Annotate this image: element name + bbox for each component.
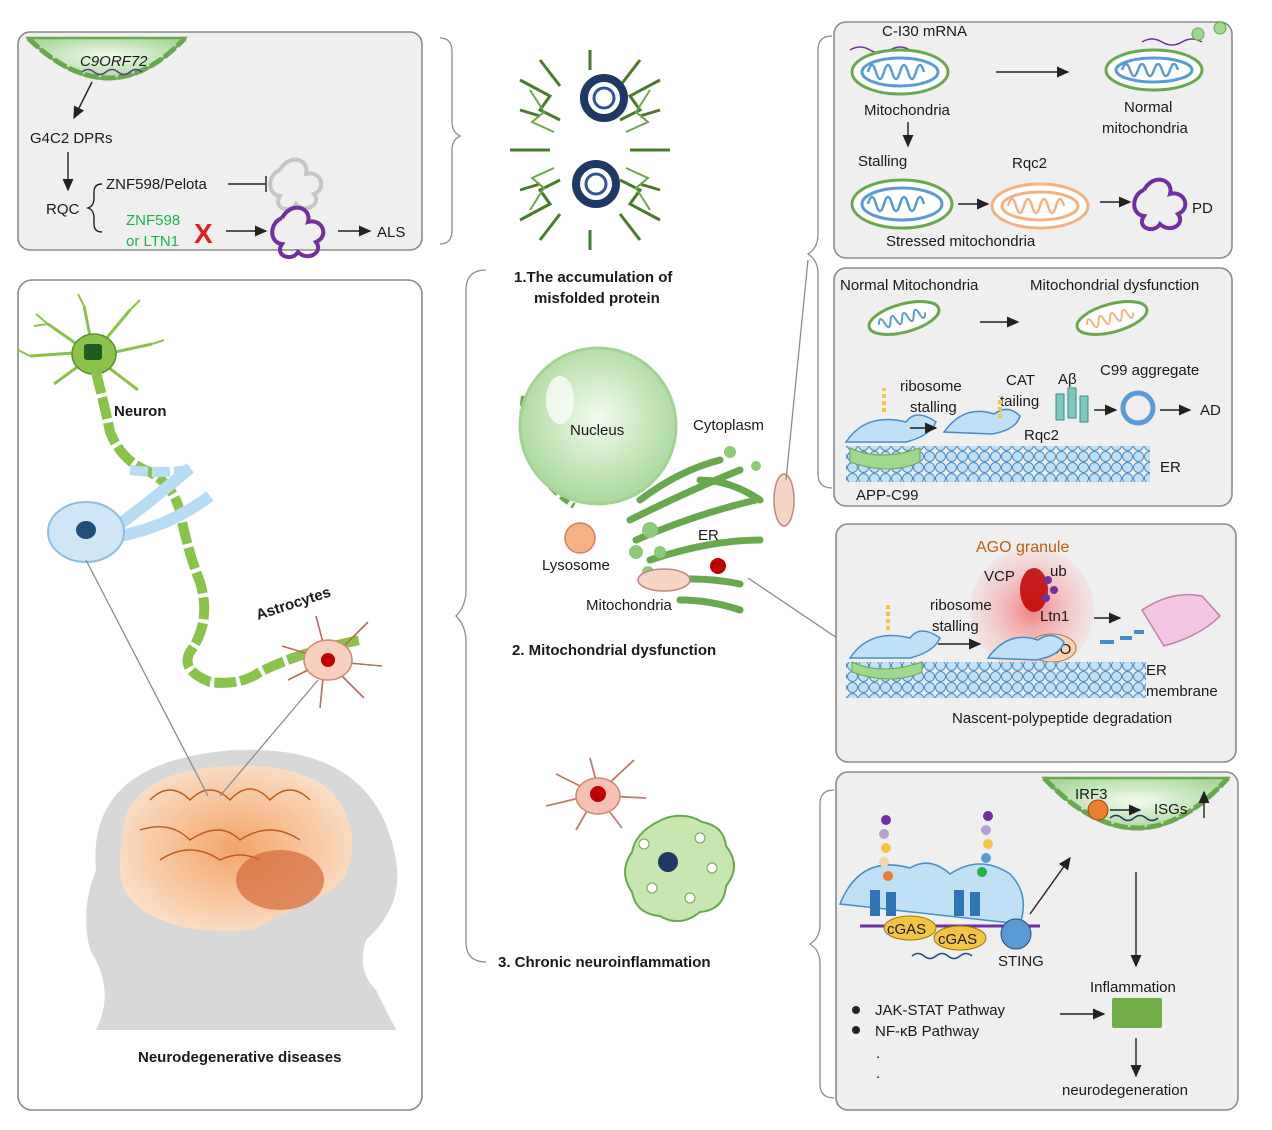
- ltn1-ago-label: Ltn1: [1040, 608, 1069, 625]
- brace-right-bottom: [808, 789, 835, 1099]
- cgas-label-1: cGAS: [887, 921, 926, 938]
- panel-pd: C-I30 mRNA Mitochondria Normal mitochond…: [833, 21, 1233, 259]
- connector-cell-brain-2: [219, 679, 319, 797]
- g4c2-dprs-label: G4C2 DPRs: [30, 130, 113, 147]
- normal-label-2: mitochondria: [1102, 120, 1189, 137]
- pd-label: PD: [1192, 200, 1213, 217]
- c9orf72-label: C9ORF72: [80, 53, 148, 70]
- pd-rqc2-label: Rqc2: [1012, 155, 1047, 172]
- label-misfolded-2: misfolded protein: [534, 290, 660, 307]
- inflammation-label: Inflammation: [1090, 979, 1176, 996]
- cytoplasm-label: Cytoplasm: [693, 417, 764, 434]
- connector-er-pd: [785, 259, 809, 481]
- nascent-caption: Nascent-polypeptide degradation: [952, 710, 1172, 727]
- znf598-pelota-label: ZNF598/Pelota: [106, 176, 208, 193]
- cat-label-2: tailing: [1000, 393, 1039, 410]
- panel-rqc-als: C9ORF72 G4C2 DPRs RQC ZNF598/Pelota ZNF5…: [17, 31, 423, 260]
- label-mito-dysfunction: 2. Mitochondrial dysfunction: [512, 642, 716, 659]
- label-neuroinflammation: 3. Chronic neuroinflammation: [498, 954, 711, 971]
- ago-er-membrane: [846, 662, 1146, 698]
- panel-ad: Normal Mitochondria Mitochondrial dysfun…: [833, 267, 1233, 507]
- ad-ribosome-1: ribosome: [900, 378, 962, 395]
- ad-rqc2-label: Rqc2: [1024, 427, 1059, 444]
- nucleus-label: Nucleus: [570, 422, 624, 439]
- stressed-label: Stressed mitochondria: [886, 233, 1036, 250]
- ago-ribosome-2: stalling: [932, 618, 979, 635]
- sting-label: STING: [998, 953, 1044, 970]
- cross-mark: X: [194, 218, 213, 249]
- nfkb-label: NF-κB Pathway: [875, 1023, 980, 1040]
- app-c99-label: APP-C99: [856, 487, 919, 504]
- ub-label: ub: [1050, 563, 1067, 580]
- ad-ribosome-2: stalling: [910, 399, 957, 416]
- neuron-label: Neuron: [114, 403, 167, 420]
- lysosome-label: Lysosome: [542, 557, 610, 574]
- red-astrocyte-icon: [281, 615, 383, 709]
- er-label: ER: [698, 527, 719, 544]
- irf3-label: IRF3: [1075, 786, 1108, 803]
- panel-ago: AGO granule VCP ub ribosome stalling Ltn…: [835, 523, 1237, 763]
- aggregate-icon: [270, 205, 326, 260]
- ago-er-label-1: ER: [1146, 662, 1167, 679]
- stalling-label: Stalling: [858, 153, 907, 170]
- ad-label: AD: [1200, 402, 1221, 419]
- misfolded-aggregate-icon: [510, 50, 670, 250]
- als-label: ALS: [377, 224, 405, 241]
- brace-center: [455, 269, 487, 963]
- dots-label-2: .: [876, 1065, 880, 1082]
- c130-mrna-label: C-I30 mRNA: [882, 23, 967, 40]
- head-icon: [86, 749, 398, 1030]
- inflammation-cells-icon: [545, 757, 735, 923]
- ago-ribosome-1: ribosome: [930, 597, 992, 614]
- isgs-label: ISGs: [1154, 801, 1187, 818]
- normal-mito-label: Normal Mitochondria: [840, 277, 979, 294]
- znf598-label: ZNF598: [126, 212, 180, 229]
- pd-aggregate-icon: [1132, 177, 1188, 232]
- panel-inflammation: IRF3 ISGs cGAS cGAS ST: [835, 771, 1239, 1111]
- normal-label-1: Normal: [1124, 99, 1172, 116]
- ago-granule-label: AGO granule: [976, 539, 1069, 556]
- mitochondria-label: Mitochondria: [586, 597, 673, 614]
- pd-mito-label: Mitochondria: [864, 102, 951, 119]
- cgas-label-2: cGAS: [938, 931, 977, 948]
- cat-label-1: CAT: [1006, 372, 1035, 389]
- ad-er-label: ER: [1160, 459, 1181, 476]
- panel-neuro: Neuron Astrocytes Neurodegenerative dise…: [17, 279, 423, 1111]
- neuro-caption: Neurodegenerative diseases: [138, 1049, 341, 1066]
- proteasome-icon: [1140, 593, 1222, 647]
- rqc-label: RQC: [46, 201, 80, 218]
- c99-aggregate-label: C99 aggregate: [1100, 362, 1199, 379]
- mito-dysfunction-label: Mitochondrial dysfunction: [1030, 277, 1199, 294]
- blue-cell-icon: [47, 463, 214, 563]
- brace-right-top: [806, 35, 833, 489]
- ltn1-label: or LTN1: [126, 233, 179, 250]
- cleared-protein-icon: [268, 157, 324, 212]
- jak-stat-label: JAK-STAT Pathway: [875, 1002, 1006, 1019]
- label-misfolded-1: 1.The accumulation of: [514, 269, 673, 286]
- inflammation-box: [1112, 998, 1162, 1028]
- brace-top-left: [439, 37, 462, 245]
- connector-cell-brain-1: [85, 559, 209, 797]
- dots-label-1: .: [876, 1045, 880, 1062]
- vcp-label: VCP: [984, 568, 1015, 585]
- cell-icon: [518, 346, 795, 614]
- abeta-label: Aβ: [1058, 371, 1077, 388]
- ago-er-label-2: membrane: [1146, 683, 1218, 700]
- connector-er-ago: [747, 577, 841, 641]
- neurodegeneration-label: neurodegeneration: [1062, 1082, 1188, 1099]
